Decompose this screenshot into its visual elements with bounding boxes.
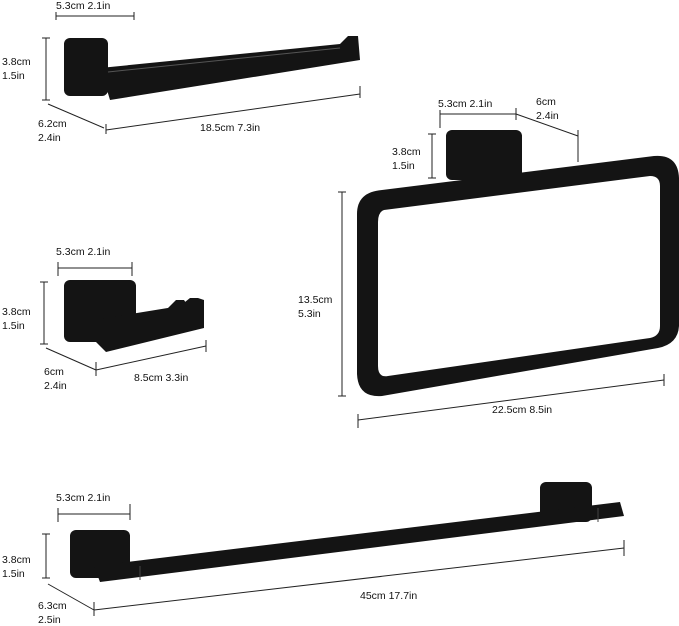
- paper-holder: [64, 36, 360, 100]
- towel-bar-height-cm: 3.8cm: [2, 554, 31, 566]
- robe-hook: [64, 280, 204, 352]
- towel-ring-depth-in: 2.4in: [536, 110, 559, 122]
- paper-holder-depth-cm: 6.2cm: [38, 118, 67, 130]
- towel-bar-length-label: 45cm 17.7in: [360, 590, 418, 602]
- towel-bar: [70, 482, 624, 582]
- robe-hook-depth-cm: 6cm: [44, 366, 64, 378]
- towel-ring-frame: [357, 155, 679, 397]
- robe-hook-width-label: 5.3cm 2.1in: [56, 246, 111, 258]
- paper-holder-height-in: 1.5in: [2, 70, 25, 82]
- towel-ring-width-total: 22.5cm 8.5in: [492, 404, 553, 416]
- towel-ring-base-height-in: 1.5in: [392, 160, 415, 172]
- robe-hook-dimension-lines: [40, 262, 207, 376]
- towel-bar-dimension-lines: [42, 504, 625, 616]
- towel-ring-depth-cm: 6cm: [536, 96, 556, 108]
- paper-holder-width-label: 5.3cm 2.1in: [56, 0, 111, 12]
- towel-ring-base-height-cm: 3.8cm: [392, 146, 421, 158]
- paper-holder-arm: [100, 36, 360, 100]
- paper-holder-length-label: 18.5cm 7.3in: [200, 122, 261, 134]
- towel-ring-dimension-lines: [338, 108, 665, 428]
- paper-holder-height-cm: 3.8cm: [2, 56, 31, 68]
- towel-bar-depth-in: 2.5in: [38, 614, 61, 626]
- towel-ring-width-label: 5.3cm 2.1in: [438, 98, 493, 110]
- paper-holder-depth-in: 2.4in: [38, 132, 61, 144]
- robe-hook-length-label: 8.5cm 3.3in: [134, 372, 189, 384]
- robe-hook-height-in: 1.5in: [2, 320, 25, 332]
- paper-holder-base: [64, 38, 108, 96]
- towel-ring-height-cm: 13.5cm: [298, 294, 333, 306]
- towel-bar-rail: [94, 502, 624, 582]
- towel-bar-depth-cm: 6.3cm: [38, 600, 67, 612]
- towel-bar-width-label: 5.3cm 2.1in: [56, 492, 111, 504]
- towel-ring-height-in: 5.3in: [298, 308, 321, 320]
- robe-hook-height-cm: 3.8cm: [2, 306, 31, 318]
- towel-ring: [357, 130, 679, 397]
- towel-bar-height-in: 1.5in: [2, 568, 25, 580]
- robe-hook-depth-in: 2.4in: [44, 380, 67, 392]
- paper-holder-dimension-lines: [42, 12, 361, 134]
